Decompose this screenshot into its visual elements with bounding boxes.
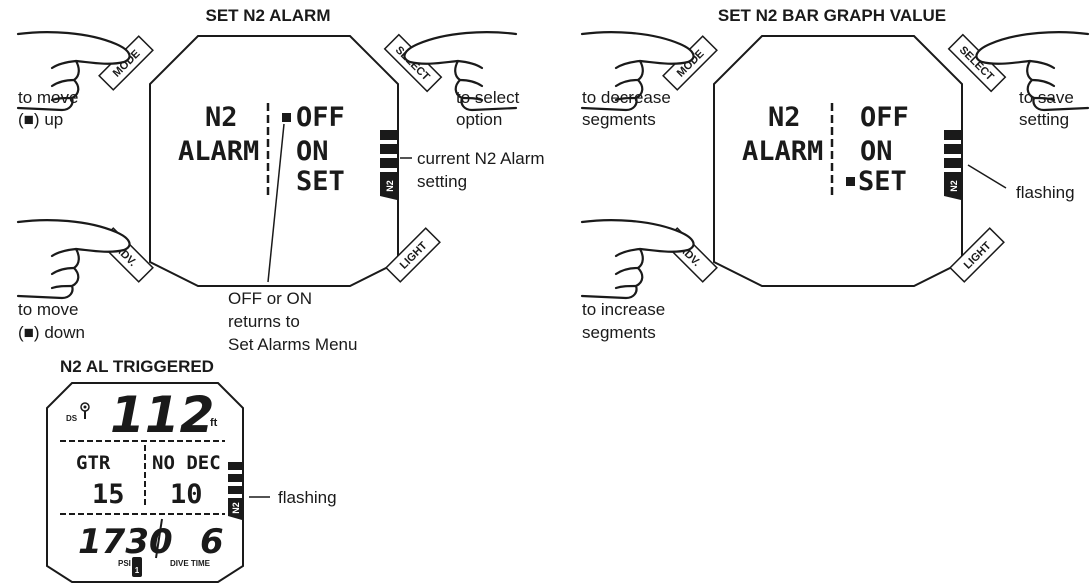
callout-line bbox=[967, 164, 1007, 189]
adv-caption: (■) down bbox=[18, 323, 85, 342]
bar-segment bbox=[944, 130, 961, 140]
lcd-opt-on: ON bbox=[296, 136, 329, 167]
bar-segment bbox=[228, 486, 242, 494]
mode-caption: segments bbox=[582, 110, 656, 129]
dive-time-label: DIVE TIME bbox=[170, 559, 211, 568]
lcd-opt-off: OFF bbox=[296, 102, 345, 133]
select-caption: option bbox=[456, 110, 502, 129]
n2-tag bbox=[944, 172, 961, 200]
select-caption: to select bbox=[456, 88, 520, 107]
ds-indicator: DS bbox=[66, 414, 78, 423]
flashing-caption: flashing bbox=[1016, 183, 1075, 202]
bar-segment bbox=[228, 462, 242, 470]
panel-title: N2 AL TRIGGERED bbox=[60, 357, 214, 376]
lcd-divider bbox=[155, 518, 163, 559]
lcd-opt-off: OFF bbox=[860, 102, 909, 133]
panel-title: SET N2 BAR GRAPH VALUE bbox=[718, 6, 946, 25]
n2-bar-graph: N2 bbox=[944, 130, 961, 200]
bar-segment bbox=[380, 144, 397, 154]
callout-line bbox=[267, 123, 285, 283]
pointing-hand-icon bbox=[580, 219, 695, 300]
bar-segment bbox=[380, 158, 397, 168]
adv-caption: segments bbox=[582, 323, 656, 342]
lcd-alarm: ALARM bbox=[742, 136, 823, 167]
n2-tag bbox=[380, 172, 397, 200]
nodec-label: NO DEC bbox=[152, 452, 221, 474]
dive-time-value: 6 bbox=[200, 522, 224, 562]
gtr-label: GTR bbox=[76, 452, 111, 474]
lcd-opt-on: ON bbox=[860, 136, 893, 167]
current-setting-caption: current N2 Alarm bbox=[417, 149, 545, 168]
pointing-hand-icon bbox=[16, 219, 131, 300]
select-caption: to save bbox=[1019, 88, 1074, 107]
lcd-opt-set: SET bbox=[858, 166, 907, 197]
flashing-caption: flashing bbox=[278, 488, 337, 507]
adv-caption: to increase bbox=[582, 300, 665, 319]
tank-number: 1 bbox=[135, 566, 140, 575]
n2-tag-label: N2 bbox=[949, 180, 959, 192]
panel-set-n2-bar-graph: SET N2 BAR GRAPH VALUE N2 N2 ALARM OFF O… bbox=[580, 6, 1090, 342]
off-on-caption: returns to bbox=[228, 312, 300, 331]
bar-segment bbox=[228, 474, 242, 482]
lcd-n2: N2 bbox=[768, 102, 801, 133]
mode-caption: to decrease bbox=[582, 88, 671, 107]
select-caption: setting bbox=[1019, 110, 1069, 129]
transmitter-icon bbox=[80, 402, 90, 419]
adv-caption: to move bbox=[18, 300, 78, 319]
bar-segment bbox=[944, 144, 961, 154]
current-setting-caption: setting bbox=[417, 172, 467, 191]
gtr-value: 15 bbox=[92, 479, 125, 510]
off-on-caption: OFF or ON bbox=[228, 289, 312, 308]
n2-bar-graph: N2 bbox=[228, 462, 242, 520]
watch-case bbox=[149, 35, 399, 287]
lcd-alarm: ALARM bbox=[178, 136, 259, 167]
n2-bar-graph: N2 bbox=[380, 130, 397, 200]
lcd-opt-set: SET bbox=[296, 166, 345, 197]
nodec-value: 10 bbox=[170, 479, 203, 510]
panel-set-n2-alarm: SET N2 ALARM N2 N2 ALARM OFF ON SET MODE… bbox=[16, 6, 545, 354]
n2-tag-label: N2 bbox=[385, 180, 395, 192]
watch-case bbox=[713, 35, 963, 287]
mode-caption: (■) up bbox=[18, 110, 63, 129]
panel-title: SET N2 ALARM bbox=[206, 6, 331, 25]
off-on-caption: Set Alarms Menu bbox=[228, 335, 357, 354]
pressure-value: 1730 bbox=[78, 522, 173, 562]
panel-n2-al-triggered: N2 AL TRIGGERED DS 112 ft GTR NO DEC 15 … bbox=[46, 357, 337, 583]
tank-icon bbox=[132, 557, 142, 577]
bar-segment bbox=[944, 158, 961, 168]
n2-tag-label: N2 bbox=[231, 502, 241, 514]
psi-label: PSI bbox=[118, 559, 131, 568]
mode-caption: to move bbox=[18, 88, 78, 107]
depth-value: 112 bbox=[110, 386, 214, 444]
lcd-n2: N2 bbox=[205, 102, 238, 133]
bar-segment bbox=[380, 130, 397, 140]
n2-tag bbox=[228, 498, 242, 520]
depth-unit: ft bbox=[210, 417, 218, 429]
selector-marker bbox=[846, 177, 855, 186]
selector-marker bbox=[282, 113, 291, 122]
